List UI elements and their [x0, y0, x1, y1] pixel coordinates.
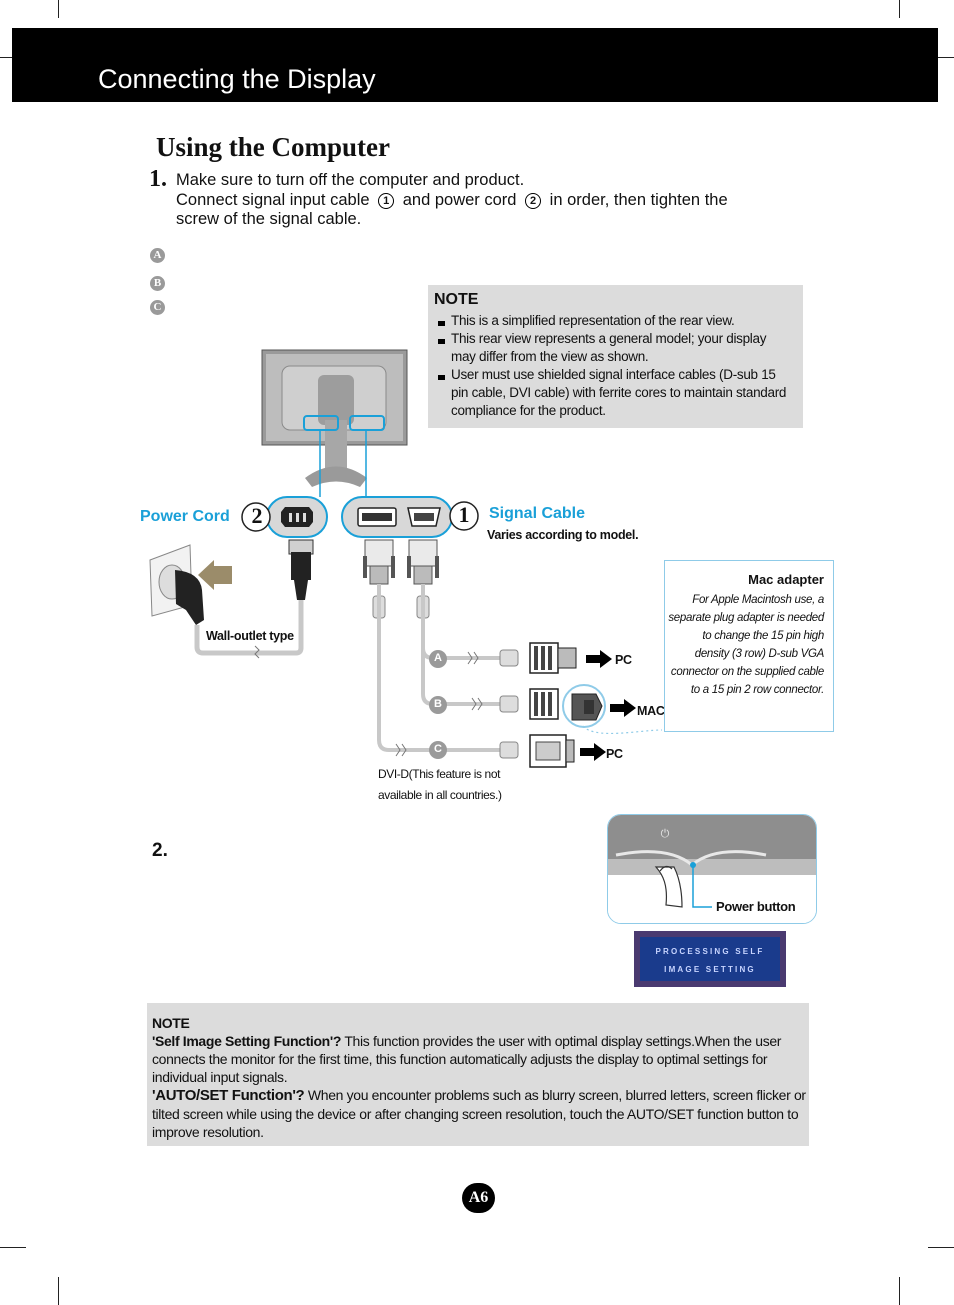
marker-2-icon: 2: [525, 192, 542, 209]
note-title: NOTE: [434, 291, 479, 308]
step-number: 2.: [152, 840, 168, 861]
page-title: Connecting the Display: [98, 64, 376, 94]
signal-ports: [341, 496, 453, 538]
crop-mark: [899, 1277, 900, 1305]
option-badge-b: B: [150, 276, 165, 291]
varies-label: Varies according to model.: [487, 528, 639, 542]
marker-1-icon: 1: [378, 192, 395, 209]
note2-a1: This function provides the user with opt…: [152, 1033, 782, 1085]
option-badge-c: C: [150, 300, 165, 315]
note2-box: [147, 1003, 809, 1146]
cable-badge-c: C: [434, 743, 442, 755]
step1-line3: screw of the signal cable.: [176, 210, 362, 228]
power-cord-number: 2: [251, 503, 263, 528]
step1-line2-a: Connect signal input cable: [176, 190, 370, 209]
note-item: This is a simplified representation of t…: [437, 312, 787, 330]
step-number: 1.: [149, 166, 167, 192]
signal-cable-label: Signal Cable: [489, 505, 586, 522]
step1-line2: Connect signal input cable 1 and power c…: [176, 191, 796, 211]
power-button-panel: [607, 814, 817, 924]
cable-badge-b: B: [434, 698, 442, 710]
note2-a2: When you encounter problems such as blur…: [152, 1087, 806, 1140]
wall-outlet-label: Wall-outlet type: [206, 629, 294, 643]
crop-mark: [58, 0, 59, 18]
note2-paragraph-1: 'Self Image Setting Function'? This func…: [152, 1032, 807, 1086]
note-item: This rear view represents a general mode…: [437, 330, 787, 366]
processing-screen: PROCESSING SELF IMAGE SETTING: [634, 931, 786, 987]
power-button-illustration: [608, 815, 816, 923]
note2-paragraph-2: 'AUTO/SET Function'? When you encounter …: [152, 1086, 807, 1141]
processing-line1: PROCESSING SELF: [655, 947, 765, 956]
signal-cables-illustration: [363, 539, 663, 768]
dvi-note: DVI-D(This feature is not available in a…: [378, 767, 502, 802]
mac-adapter-box: [664, 560, 834, 732]
power-cord-label: Power Cord: [140, 508, 230, 525]
note-item: User must use shielded signal interface …: [437, 366, 787, 420]
signal-cable-number: 1: [458, 502, 470, 527]
crop-mark: [58, 1277, 59, 1305]
option-badge-a: A: [150, 248, 165, 263]
mac-adapter-text: For Apple Macintosh use, a separate plug…: [668, 594, 824, 696]
header-bar: [12, 28, 938, 102]
power-port: [266, 496, 328, 538]
page-number: A6: [462, 1183, 495, 1213]
crop-mark: [899, 0, 900, 18]
section-title: Using the Computer: [156, 132, 390, 162]
processing-line2: IMAGE SETTING: [664, 965, 756, 974]
step1-line1: Make sure to turn off the computer and p…: [176, 171, 525, 189]
crop-mark: [928, 57, 954, 58]
note2-title: NOTE: [152, 1015, 190, 1031]
power-cord-illustration: [149, 539, 314, 659]
cable-b-target: MAC: [637, 704, 665, 718]
note-box: [428, 285, 803, 428]
step1-instructions: Make sure to turn off the computer and p…: [176, 171, 796, 230]
note2-q1: 'Self Image Setting Function'?: [152, 1033, 342, 1049]
note-list: This is a simplified representation of t…: [437, 312, 787, 420]
cable-badge-a: A: [434, 652, 442, 664]
processing-screen-inner: PROCESSING SELF IMAGE SETTING: [640, 937, 780, 981]
note2-content: NOTE 'Self Image Setting Function'? This…: [152, 1014, 807, 1141]
step1-line2-b: and power cord: [402, 190, 517, 209]
step1-line2-c: in order, then tighten the: [549, 190, 728, 209]
mac-adapter-title: Mac adapter: [748, 572, 824, 587]
cable-a-target: PC: [615, 653, 632, 667]
note2-q2: 'AUTO/SET Function'?: [152, 1087, 305, 1104]
cable-c-target: PC: [606, 747, 623, 761]
power-button-label: Power button: [716, 899, 796, 914]
crop-mark: [0, 1247, 26, 1248]
power-icon: ⏻: [660, 828, 670, 840]
monitor-rear-illustration: [261, 349, 408, 497]
crop-mark: [928, 1247, 954, 1248]
